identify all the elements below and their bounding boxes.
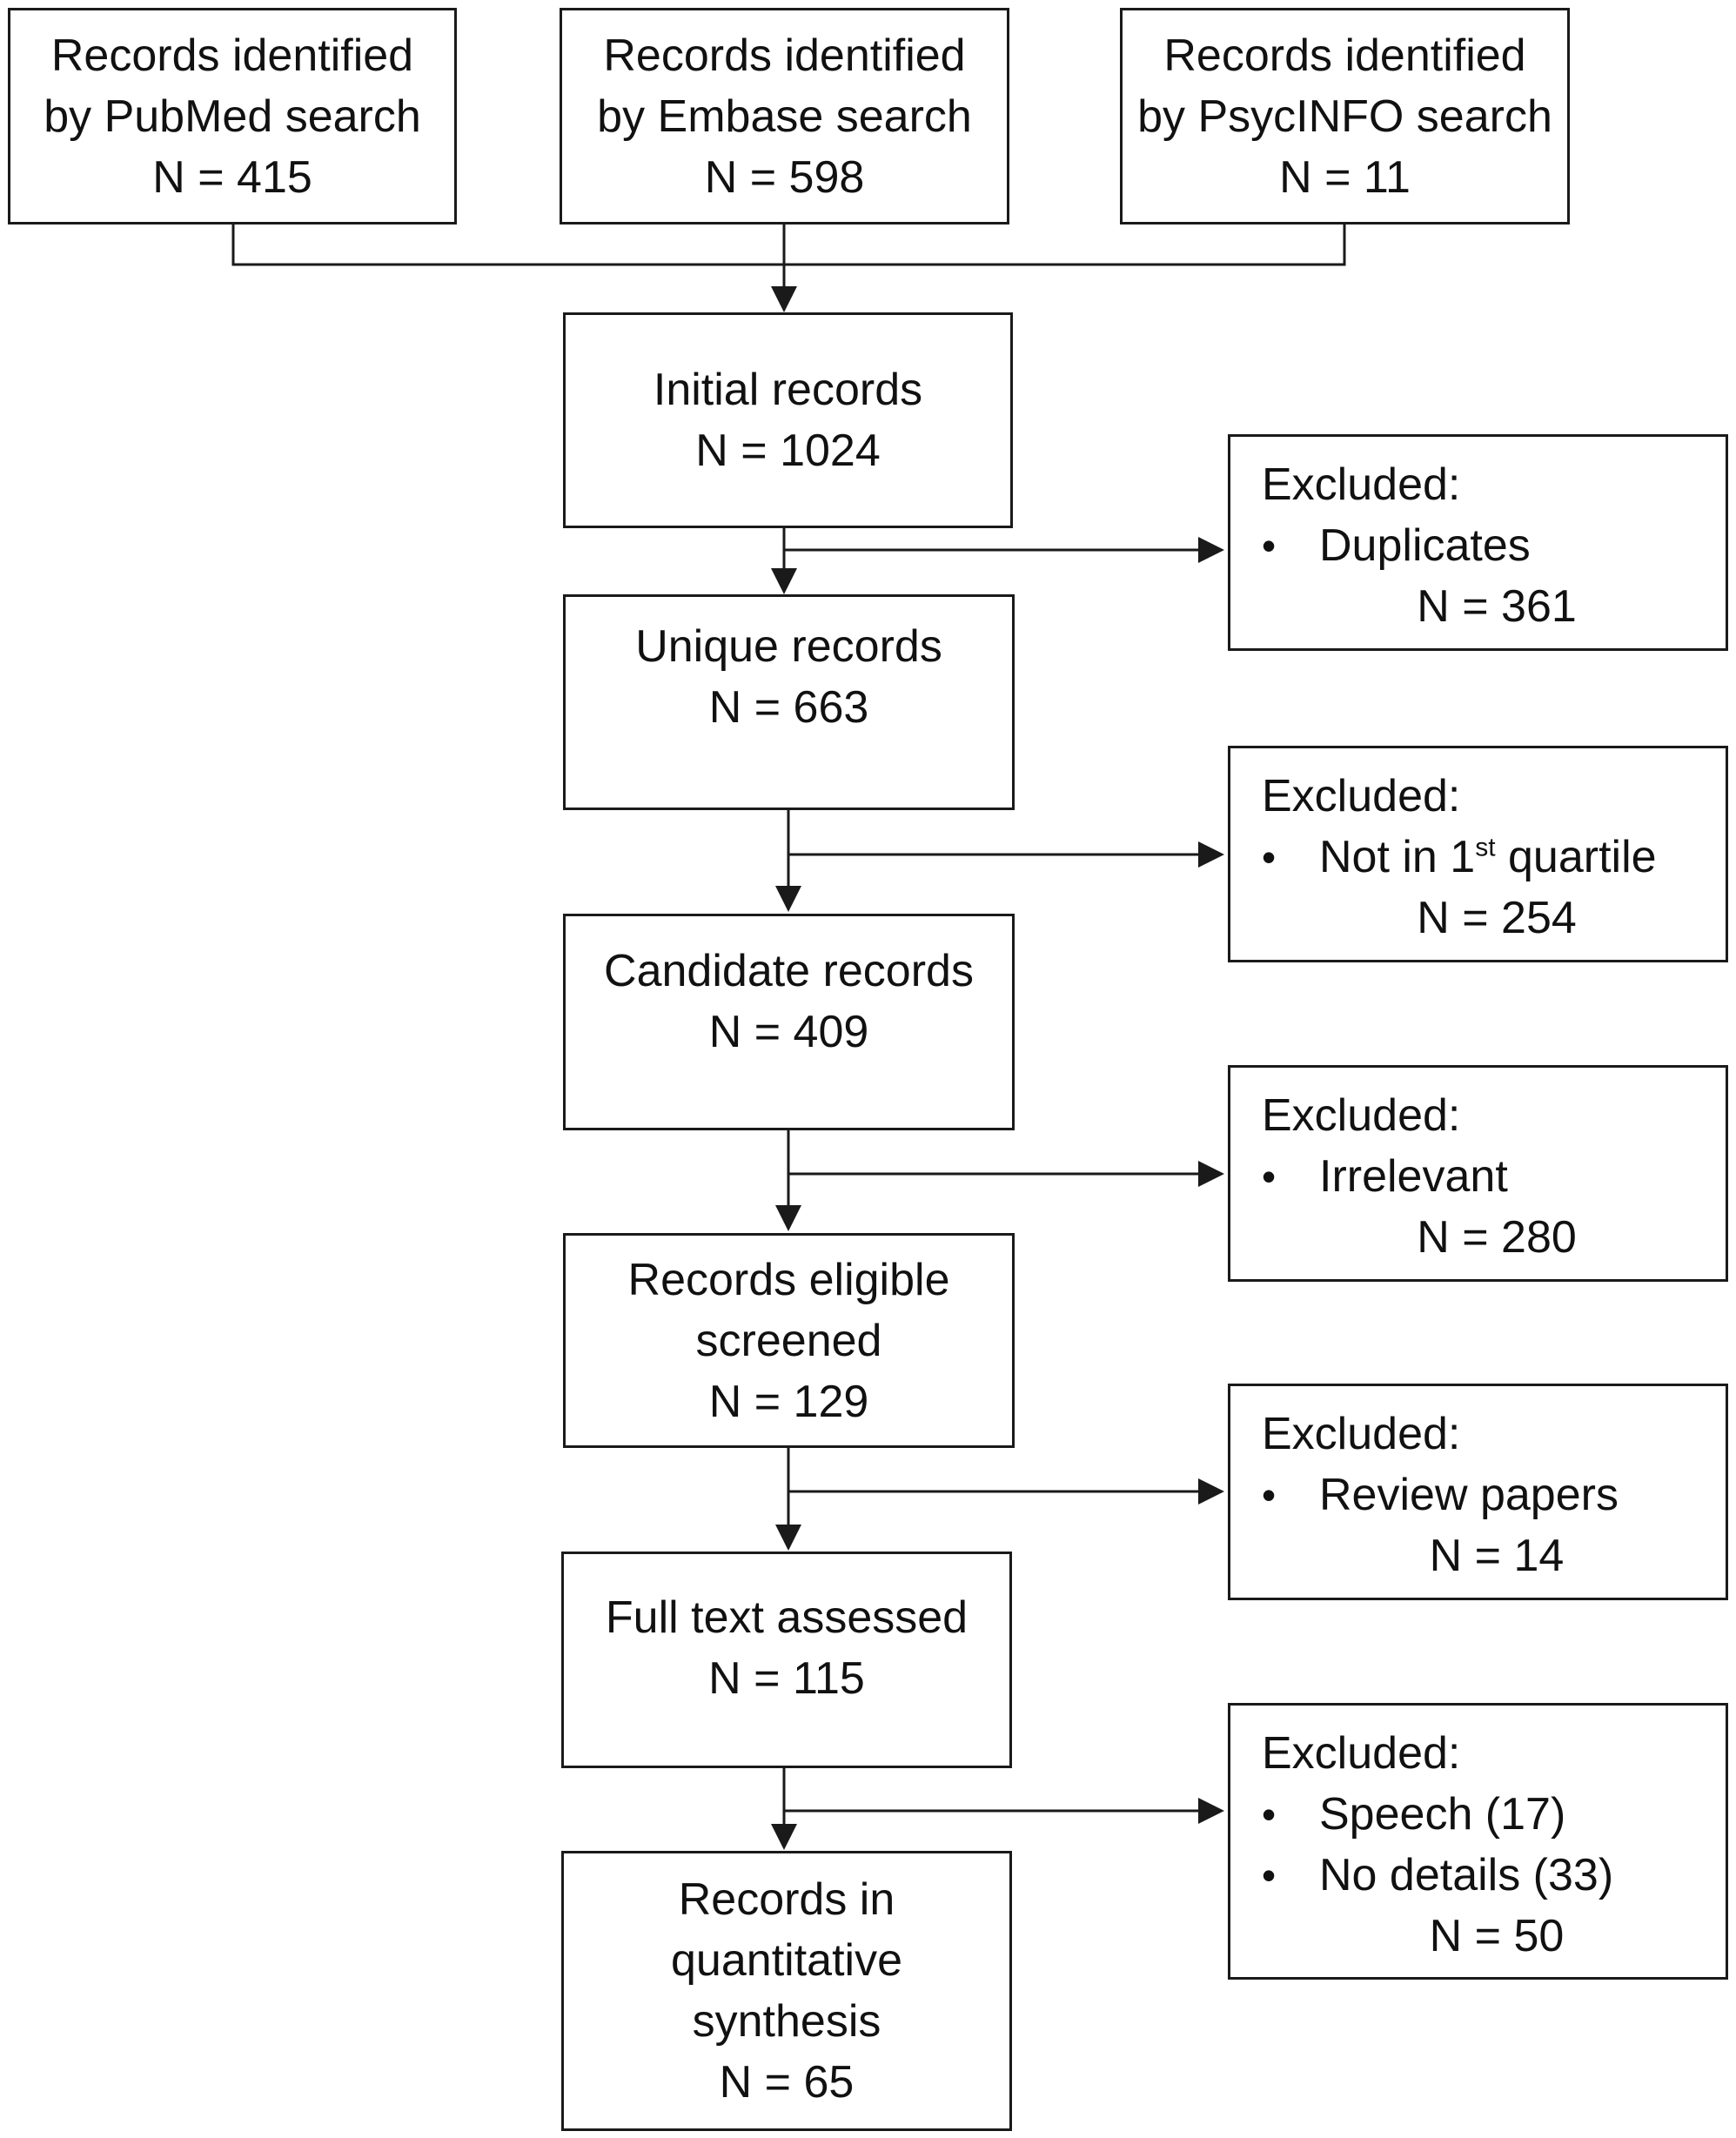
merge-connector bbox=[231, 225, 1346, 266]
excluded-speech-box: Excluded: • Speech (17) • No details (33… bbox=[1228, 1703, 1728, 1980]
stage-label: Records eligible bbox=[627, 1254, 950, 1305]
excluded-count: N = 14 bbox=[1429, 1531, 1565, 1581]
stage-candidate-box: Candidate records N = 409 bbox=[563, 914, 1015, 1130]
bullet-icon: • bbox=[1262, 523, 1277, 568]
source-count: N = 598 bbox=[704, 151, 865, 203]
stage-count: N = 65 bbox=[719, 2057, 855, 2108]
excluded-item: • Irrelevant bbox=[1262, 1146, 1726, 1207]
stage-label: Full text assessed bbox=[605, 1592, 969, 1643]
source-line: Records identified bbox=[1163, 30, 1526, 81]
excluded-item: • Review papers bbox=[1262, 1464, 1726, 1525]
stage-fulltext-box: Full text assessed N = 115 bbox=[561, 1552, 1012, 1768]
excluded-item: • No details (33) bbox=[1262, 1845, 1726, 1906]
stage-unique-box: Unique records N = 663 bbox=[563, 594, 1015, 810]
bullet-icon: • bbox=[1262, 1853, 1277, 1898]
bullet-icon: • bbox=[1262, 1792, 1277, 1837]
stage-count: N = 409 bbox=[708, 1007, 869, 1057]
bullet-icon: • bbox=[1262, 1472, 1277, 1518]
stage-label: synthesis bbox=[692, 1996, 881, 2047]
stage-synthesis-box: Records in quantitative synthesis N = 65 bbox=[561, 1851, 1012, 2131]
excluded-heading: Excluded: bbox=[1262, 771, 1461, 821]
source-line: Records identified bbox=[603, 30, 966, 81]
stage-initial-box: Initial records N = 1024 bbox=[563, 312, 1013, 528]
stage-count: N = 129 bbox=[708, 1376, 869, 1427]
excluded-reason: Not in 1st quartile bbox=[1319, 832, 1657, 882]
excluded-count: N = 361 bbox=[1417, 581, 1577, 632]
stage-eligible-box: Records eligible screened N = 129 bbox=[563, 1233, 1015, 1448]
excluded-duplicates-box: Excluded: • Duplicates N = 361 bbox=[1228, 434, 1728, 651]
excluded-irrelevant-box: Excluded: • Irrelevant N = 280 bbox=[1228, 1065, 1728, 1282]
ordinal-suffix: st bbox=[1475, 833, 1496, 862]
bullet-icon: • bbox=[1262, 834, 1277, 880]
source-psycinfo-box: Records identified by PsycINFO search N … bbox=[1120, 8, 1570, 225]
excluded-count: N = 254 bbox=[1417, 893, 1577, 943]
bullet-icon: • bbox=[1262, 1154, 1277, 1199]
stage-label: screened bbox=[695, 1315, 882, 1366]
excluded-reason: No details (33) bbox=[1319, 1850, 1614, 1900]
stage-label: quantitative bbox=[671, 1935, 902, 1986]
stage-label: Candidate records bbox=[604, 946, 974, 996]
excluded-item: • Speech (17) bbox=[1262, 1784, 1726, 1845]
stage-count: N = 115 bbox=[708, 1653, 865, 1704]
source-line: by PubMed search bbox=[44, 90, 421, 142]
stage-label: Records in bbox=[678, 1874, 895, 1925]
excluded-item: • Duplicates bbox=[1262, 515, 1726, 576]
source-pubmed-box: Records identified by PubMed search N = … bbox=[8, 8, 457, 225]
excluded-count: N = 50 bbox=[1429, 1911, 1565, 1961]
source-embase-box: Records identified by Embase search N = … bbox=[560, 8, 1009, 225]
stage-count: N = 1024 bbox=[695, 426, 881, 476]
excluded-heading: Excluded: bbox=[1262, 1090, 1461, 1141]
excluded-reason: Duplicates bbox=[1319, 520, 1531, 571]
stage-label: Unique records bbox=[635, 621, 942, 672]
excluded-reason: Speech (17) bbox=[1319, 1789, 1566, 1840]
excluded-heading: Excluded: bbox=[1262, 1728, 1461, 1779]
stage-count: N = 663 bbox=[708, 682, 869, 733]
excluded-reason: Irrelevant bbox=[1319, 1151, 1508, 1202]
stage-label: Initial records bbox=[653, 365, 923, 415]
excluded-reason: Review papers bbox=[1319, 1470, 1619, 1520]
excluded-count: N = 280 bbox=[1417, 1212, 1577, 1263]
excluded-heading: Excluded: bbox=[1262, 1409, 1461, 1459]
source-line: Records identified bbox=[50, 30, 414, 81]
source-count: N = 11 bbox=[1279, 151, 1411, 203]
source-count: N = 415 bbox=[152, 151, 312, 203]
excluded-heading: Excluded: bbox=[1262, 459, 1461, 510]
source-line: by PsycINFO search bbox=[1137, 90, 1552, 142]
excluded-item: • Not in 1st quartile bbox=[1262, 827, 1726, 888]
excluded-review-box: Excluded: • Review papers N = 14 bbox=[1228, 1384, 1728, 1600]
source-line: by Embase search bbox=[597, 90, 972, 142]
excluded-quartile-box: Excluded: • Not in 1st quartile N = 254 bbox=[1228, 746, 1728, 962]
